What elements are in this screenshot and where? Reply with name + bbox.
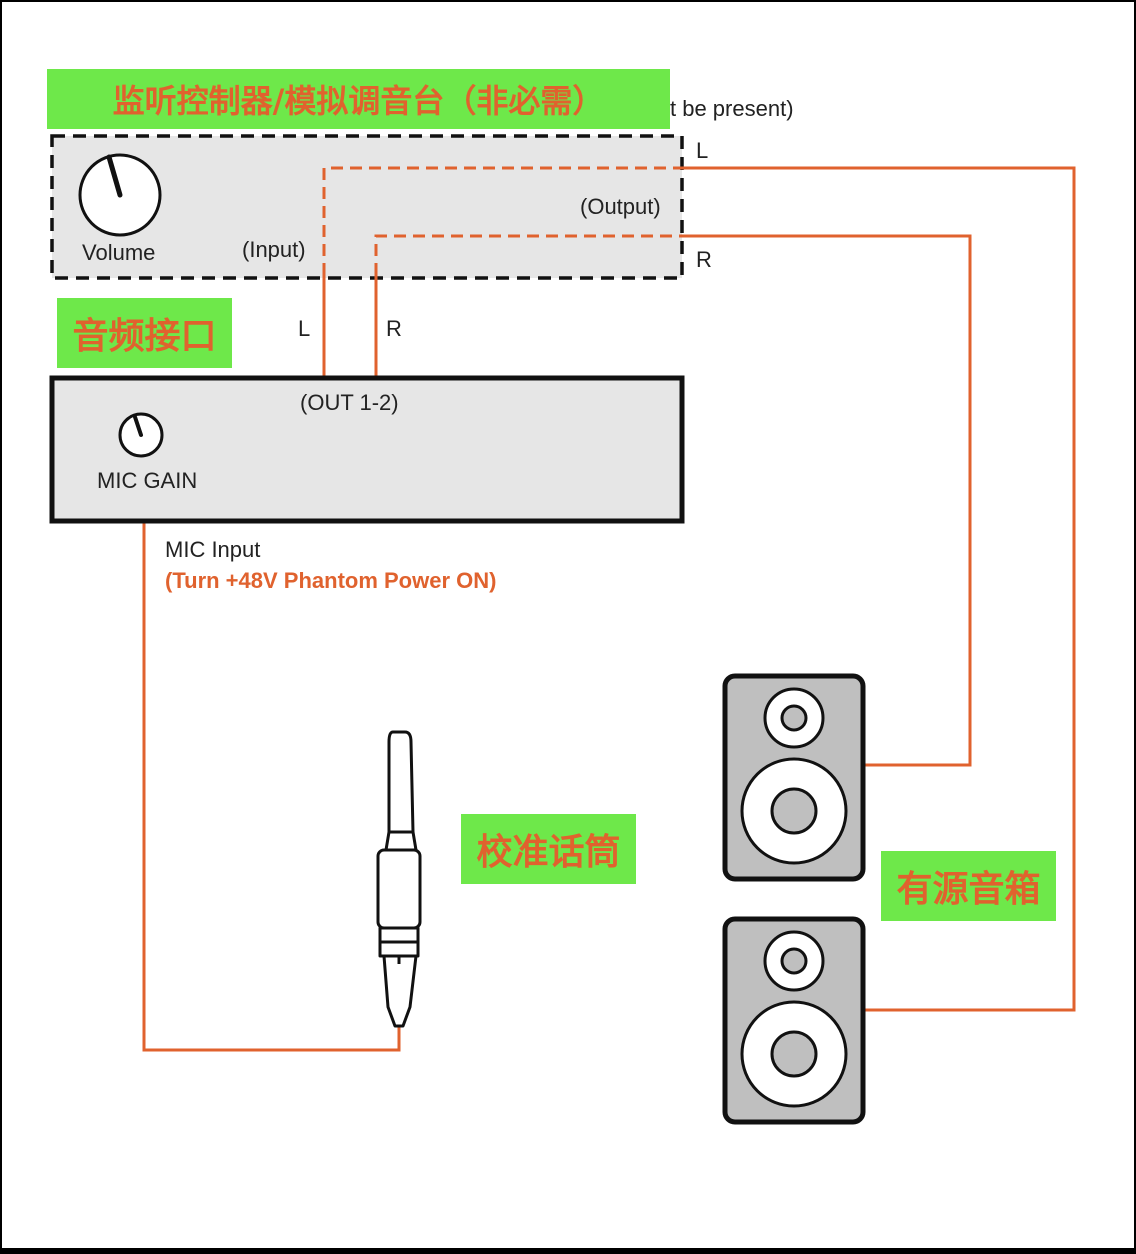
mic-cable — [142, 522, 401, 1052]
microphone-title: 校准话筒 — [461, 814, 636, 884]
speaker-icon — [722, 673, 866, 882]
microphone-icon — [376, 730, 422, 1028]
speaker-icon — [722, 916, 866, 1125]
input-label: (Input) — [242, 237, 306, 262]
output-l-label: L — [696, 138, 709, 163]
phantom-power-note: (Turn +48V Phantom Power ON) — [165, 568, 497, 593]
out-1-2-label: (OUT 1-2) — [300, 390, 399, 415]
output-r-label: R — [696, 247, 712, 272]
monitor-controller-title: 监听控制器/模拟调音台（非必需） — [47, 69, 670, 129]
mic-gain-knob-icon — [118, 412, 164, 458]
audio-interface-box — [49, 375, 685, 524]
input-l-label: L — [298, 316, 311, 341]
audio-interface-title: 音频接口 — [57, 298, 232, 368]
speaker-cables — [322, 166, 1076, 1012]
volume-label: Volume — [82, 240, 156, 265]
speakers-title: 有源音箱 — [881, 851, 1056, 921]
output-label: (Output) — [580, 194, 661, 219]
controller-note: t be present) — [670, 96, 794, 121]
mic-gain-label: MIC GAIN — [97, 468, 198, 493]
volume-knob-icon — [78, 153, 162, 237]
mic-input-label: MIC Input — [165, 537, 261, 562]
input-r-label: R — [386, 316, 402, 341]
